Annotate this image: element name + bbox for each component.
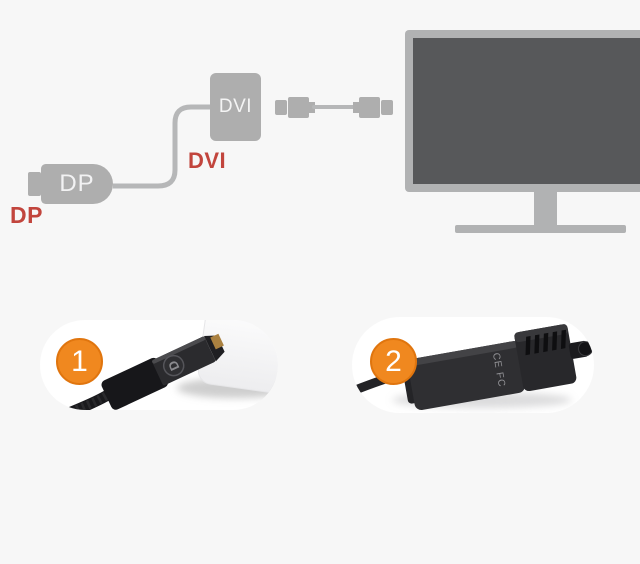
dp-plug-tip	[28, 172, 41, 196]
dvi-adapter-label: DVI	[218, 96, 253, 117]
dp-plug-body: D	[101, 333, 225, 410]
dvi-cable-plug-left-tip	[275, 100, 287, 115]
monitor-stand-neck	[534, 192, 557, 227]
dp-to-dvi-cable-path	[113, 104, 211, 189]
step-1-photo: D 1	[40, 320, 278, 410]
dvi-cable-right-taper	[353, 102, 359, 113]
dvi-cable-line	[312, 105, 356, 109]
dvi-cable-plug-right-tip	[381, 100, 393, 115]
dp-connector: DP	[41, 164, 113, 204]
dp-caption: DP	[10, 202, 43, 228]
displayport-logo	[162, 354, 185, 377]
monitor-screen	[413, 38, 640, 184]
gold-contacts	[210, 333, 224, 350]
dp-plug-photo-illustration: D	[61, 320, 278, 410]
dvi-caption: DVI	[188, 148, 227, 173]
dvi-cable-plug-left-body	[288, 97, 309, 118]
step-2-badge: 2	[370, 338, 417, 385]
dvi-adapter: DVI	[210, 73, 261, 141]
step-1-badge: 1	[56, 338, 103, 385]
dvi-slots	[525, 329, 567, 356]
dvi-cable-plug-right-body	[359, 97, 380, 118]
monitor-stand-base	[455, 225, 626, 233]
step-1-number: 1	[71, 344, 88, 378]
step-2-photo: CE FC 2	[352, 317, 594, 413]
dp-connector-label: DP	[59, 170, 95, 197]
step-2-number: 2	[385, 344, 402, 378]
adapter-photo-illustration: CE FC	[352, 324, 594, 410]
